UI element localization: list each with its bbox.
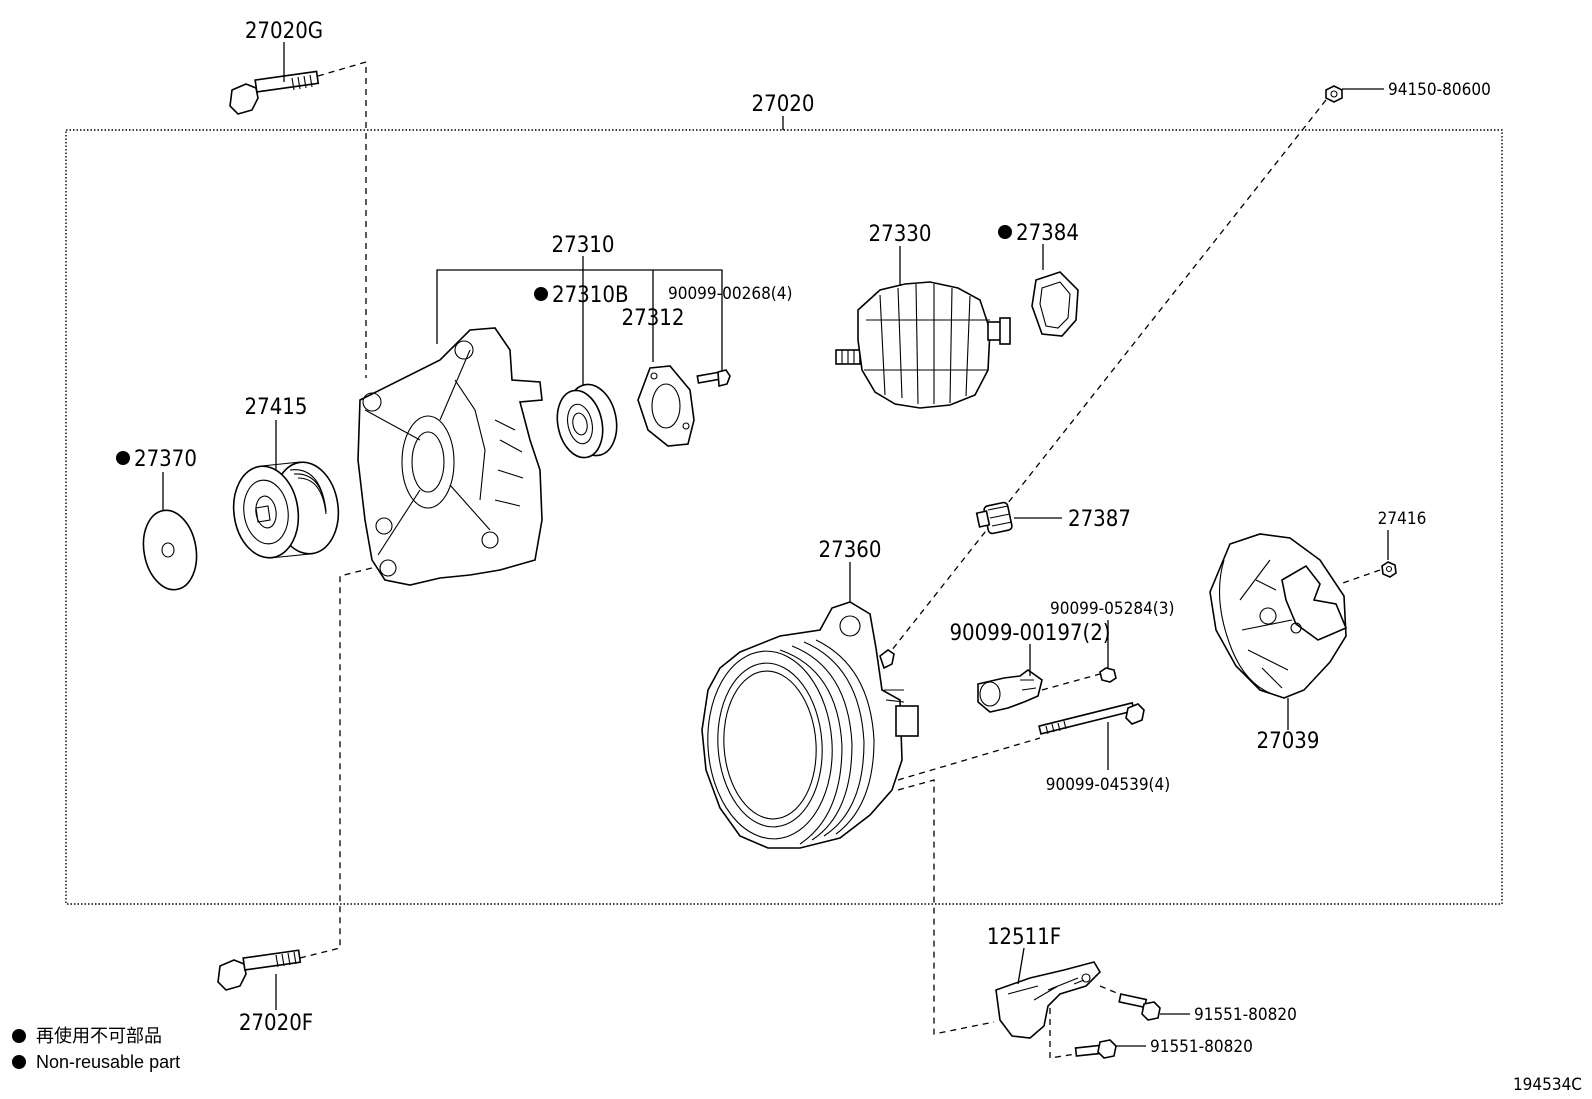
- non-reusable-marker: [998, 225, 1012, 239]
- non-reusable-marker: [534, 287, 548, 301]
- label-27370[interactable]: 90099-00197(2): [949, 621, 1110, 646]
- legend-marker-jp: [12, 1029, 26, 1043]
- bolt-27020F[interactable]: [217, 949, 302, 991]
- label-27415[interactable]: 27415: [245, 395, 308, 420]
- assembly-boundary: [65, 129, 1503, 905]
- rotor-27330[interactable]: [835, 281, 1011, 409]
- screw-90099-00197[interactable]: [1099, 667, 1117, 683]
- label-12511F[interactable]: 12511F: [987, 925, 1061, 950]
- drive-end-frame-27310[interactable]: [357, 327, 543, 586]
- label-91551-80820-upper[interactable]: 91551-80820: [1194, 1005, 1297, 1025]
- label-27360[interactable]: 27360: [819, 538, 882, 563]
- stator-27360[interactable]: [701, 601, 919, 849]
- label-27384[interactable]: 27384: [1016, 221, 1079, 246]
- label-94150-80600[interactable]: 94150-80600: [1388, 80, 1491, 100]
- legend-text-jp: 再使用不可部品: [36, 1026, 162, 1046]
- label-90099-04539[interactable]: 90099-04539(4): [1046, 775, 1170, 795]
- assembly-label: 27020: [752, 92, 815, 117]
- label-91551-80820-lower[interactable]: 91551-80820: [1150, 1037, 1253, 1057]
- bearing-27310B[interactable]: [551, 380, 623, 462]
- drawing-number: 194534C: [1513, 1075, 1582, 1095]
- pulley-27415[interactable]: [228, 458, 344, 562]
- retainer-27312[interactable]: [637, 365, 695, 447]
- bolt-90099-04539[interactable]: [1038, 701, 1145, 735]
- non-reusable-marker: [116, 451, 130, 465]
- legend-text-en: Non-reusable part: [36, 1052, 180, 1072]
- label-27330[interactable]: 27330: [869, 222, 932, 247]
- label-27387[interactable]: 27387: [1068, 507, 1131, 532]
- label-90099-00197[interactable]: 90099-05284(3): [1050, 599, 1174, 619]
- legend: 再使用不可部品 Non-reusable part: [12, 1026, 180, 1072]
- label-27312[interactable]: 27312: [622, 306, 685, 331]
- nut-90099-05284[interactable]: [1381, 561, 1397, 578]
- label-27020F[interactable]: 27020F: [239, 1011, 313, 1036]
- legend-marker-en: [12, 1055, 26, 1069]
- insulator-27387[interactable]: [975, 501, 1013, 535]
- cap-27416[interactable]: [137, 506, 202, 594]
- brush-holder-27370[interactable]: [977, 669, 1043, 713]
- label-27416[interactable]: 27370: [134, 447, 197, 472]
- bolt-91551-80820-lower[interactable]: [1074, 1039, 1117, 1059]
- cover-27384[interactable]: [1031, 271, 1079, 337]
- bolt-91551-80820-upper[interactable]: [1118, 993, 1161, 1021]
- screw-90099-00268[interactable]: [696, 369, 731, 388]
- label-90099-05284[interactable]: 27416: [1378, 509, 1427, 529]
- nut-94150-80600[interactable]: [1325, 85, 1343, 103]
- bolt-27020G[interactable]: [229, 70, 320, 115]
- label-27039[interactable]: 27039: [1257, 729, 1320, 754]
- label-90099-00268[interactable]: 90099-00268(4): [668, 284, 792, 304]
- bracket-12511F[interactable]: [995, 961, 1102, 1039]
- label-27310[interactable]: 27310: [552, 233, 615, 258]
- rear-cover-27039[interactable]: [1209, 533, 1348, 699]
- label-27020G[interactable]: 27020G: [245, 19, 323, 44]
- label-27310B[interactable]: 27310B: [552, 283, 629, 308]
